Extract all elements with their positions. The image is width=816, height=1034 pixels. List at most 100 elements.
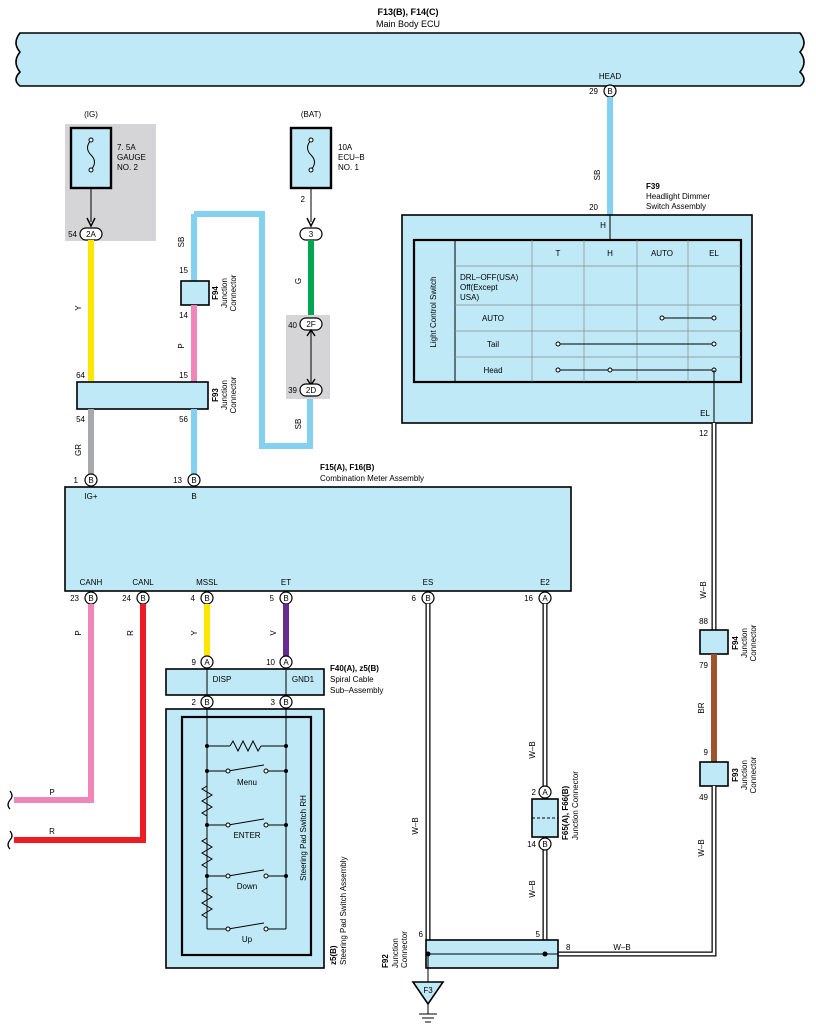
spiral-code: F40(A), z5(B) — [330, 664, 379, 673]
f65-pin-top-letter: A — [542, 788, 548, 797]
dimmer-code: F39 — [646, 182, 660, 191]
meter-pin-es-num: 6 — [412, 594, 417, 603]
f93-top-pin-a-top: 64 — [76, 371, 85, 380]
f93-top-code: F93 — [211, 388, 220, 402]
wire-label-wb-el-low: W–B — [697, 839, 706, 856]
wire-label-p-mid: P — [177, 343, 186, 348]
table-row-off-2: Off(Except — [460, 283, 498, 292]
f92-name-2: Connector — [400, 931, 409, 968]
wire-r-low — [14, 604, 146, 843]
f93-top-pin-b-top: 15 — [179, 371, 188, 380]
wire-label-wb-es: W–B — [411, 817, 420, 834]
meter-pin-canh-num: 23 — [70, 594, 79, 603]
f94-low-pin-top: 88 — [699, 617, 708, 626]
f65-pin-bottom-letter: B — [542, 840, 547, 849]
f65-pin-top-num: 2 — [532, 788, 537, 797]
ecu-name: Main Body ECU — [376, 19, 440, 29]
meter-pin-ig-num: 1 — [74, 476, 79, 485]
meter-term-canh: CANH — [80, 578, 103, 587]
f65-pin-bottom — [538, 837, 552, 851]
meter-term-es: ES — [423, 578, 434, 587]
switch-up-label: Up — [242, 935, 253, 944]
table-col-auto: AUTO — [651, 249, 673, 258]
meter-pin-et-letter: B — [283, 594, 288, 603]
spiral-pin-lt-num: 9 — [192, 658, 197, 667]
dimmer-name-2: Switch Assembly — [646, 202, 706, 211]
f94-top-code: F94 — [211, 286, 220, 300]
f94-low-name-1: Junction — [740, 628, 749, 658]
f93-low-name-1: Junction — [740, 760, 749, 790]
ground-icon — [419, 1013, 437, 1023]
light-switch-table — [412, 238, 743, 384]
fuse-ig-node — [88, 137, 94, 143]
dimmer-term-h: H — [600, 221, 606, 230]
table-row-off-3: USA) — [460, 293, 479, 302]
spiral-cable-box — [165, 668, 325, 696]
meter-pin-b — [187, 473, 201, 487]
f92-name-1: Junction — [391, 938, 400, 968]
fuse-bat-arrow — [306, 217, 316, 228]
switch-enter-label: ENTER — [233, 831, 260, 840]
fuse-bat-box — [289, 126, 333, 190]
table-col-t: T — [556, 249, 561, 258]
conn-2d-pin: 39 — [288, 386, 297, 395]
fuse-bat-pin-label: 3 — [309, 230, 314, 239]
f94-low-name-2: Connector — [749, 624, 758, 661]
spiral-name-1: Spiral Cable — [330, 675, 374, 684]
f92-pin-a: 6 — [419, 930, 424, 939]
meter-pin-e2-num: 16 — [524, 594, 533, 603]
wire-label-sb-head: SB — [593, 170, 602, 181]
f93-low-code: F93 — [731, 768, 740, 782]
wire-label-wb-el: W–B — [699, 581, 708, 598]
fuse-bat-pin-num: 2 — [301, 195, 306, 204]
fuse-ig-name-1: GAUGE — [117, 153, 146, 162]
f93-top-box — [76, 381, 209, 410]
fuse-bat-node — [308, 137, 314, 143]
fuse-ig-symbol — [87, 139, 95, 171]
ecu-pin-num: 29 — [589, 87, 598, 96]
table-col-el: EL — [709, 249, 719, 258]
meter-pin-es-letter: B — [425, 594, 430, 603]
f93-low-pin-bottom: 49 — [699, 793, 708, 802]
meter-pin-b-num: 13 — [173, 476, 182, 485]
meter-term-et: ET — [281, 578, 291, 587]
fuse-ig-pin-num: 54 — [68, 230, 77, 239]
steering-code: z5(B) — [329, 945, 338, 965]
wire-label-wb-e2-low: W–B — [528, 880, 537, 897]
table-row-auto: AUTO — [482, 314, 504, 323]
f92-pin-b: 5 — [536, 930, 541, 939]
meter-pin-canl-num: 24 — [122, 594, 131, 603]
f93-top-pin-b-bottom: 56 — [179, 415, 188, 424]
conn-2f-label: 2F — [306, 320, 315, 329]
wire-label-r-end: R — [49, 827, 55, 836]
meter-pin-b-letter: B — [191, 476, 196, 485]
f93-top-name-2: Connector — [229, 376, 238, 413]
wire-label-sb-left: SB — [177, 237, 186, 248]
spiral-pin-lt-letter: A — [204, 658, 210, 667]
fuse-bat-supply: (BAT) — [301, 110, 322, 119]
f65-pin-top — [538, 785, 552, 799]
f92-pin-c: 8 — [566, 943, 571, 952]
table-col-h: H — [607, 249, 613, 258]
fuse-bat-rating: 10A — [338, 143, 353, 152]
switch-contacts — [225, 768, 269, 932]
wire-label-br: BR — [697, 702, 706, 713]
spiral-pin-rt-num: 10 — [266, 658, 275, 667]
dimmer-term-el: EL — [700, 409, 710, 418]
f93-low-box — [699, 761, 729, 787]
dimmer-pin-in: 20 — [589, 203, 598, 212]
fuse-bat-name-2: NO. 1 — [338, 163, 359, 172]
wire-label-sb-right: SB — [294, 419, 303, 430]
fuse-ig-pin-label: 2A — [86, 230, 96, 239]
meter-term-b: B — [191, 492, 196, 501]
meter-code: F15(A), F16(B) — [320, 463, 375, 472]
fuse-ig-name-2: NO. 2 — [117, 163, 138, 172]
ecu-terminal-head: HEAD — [599, 72, 621, 81]
meter-pin-e2-letter: A — [542, 594, 548, 603]
f65-name: Junction Connector — [571, 771, 580, 840]
wire-label-p-low: P — [74, 630, 83, 635]
meter-pin-et-num: 5 — [270, 594, 275, 603]
fuse-bat-symbol — [307, 139, 315, 171]
fuse-bat-name-1: ECU–B — [338, 153, 365, 162]
